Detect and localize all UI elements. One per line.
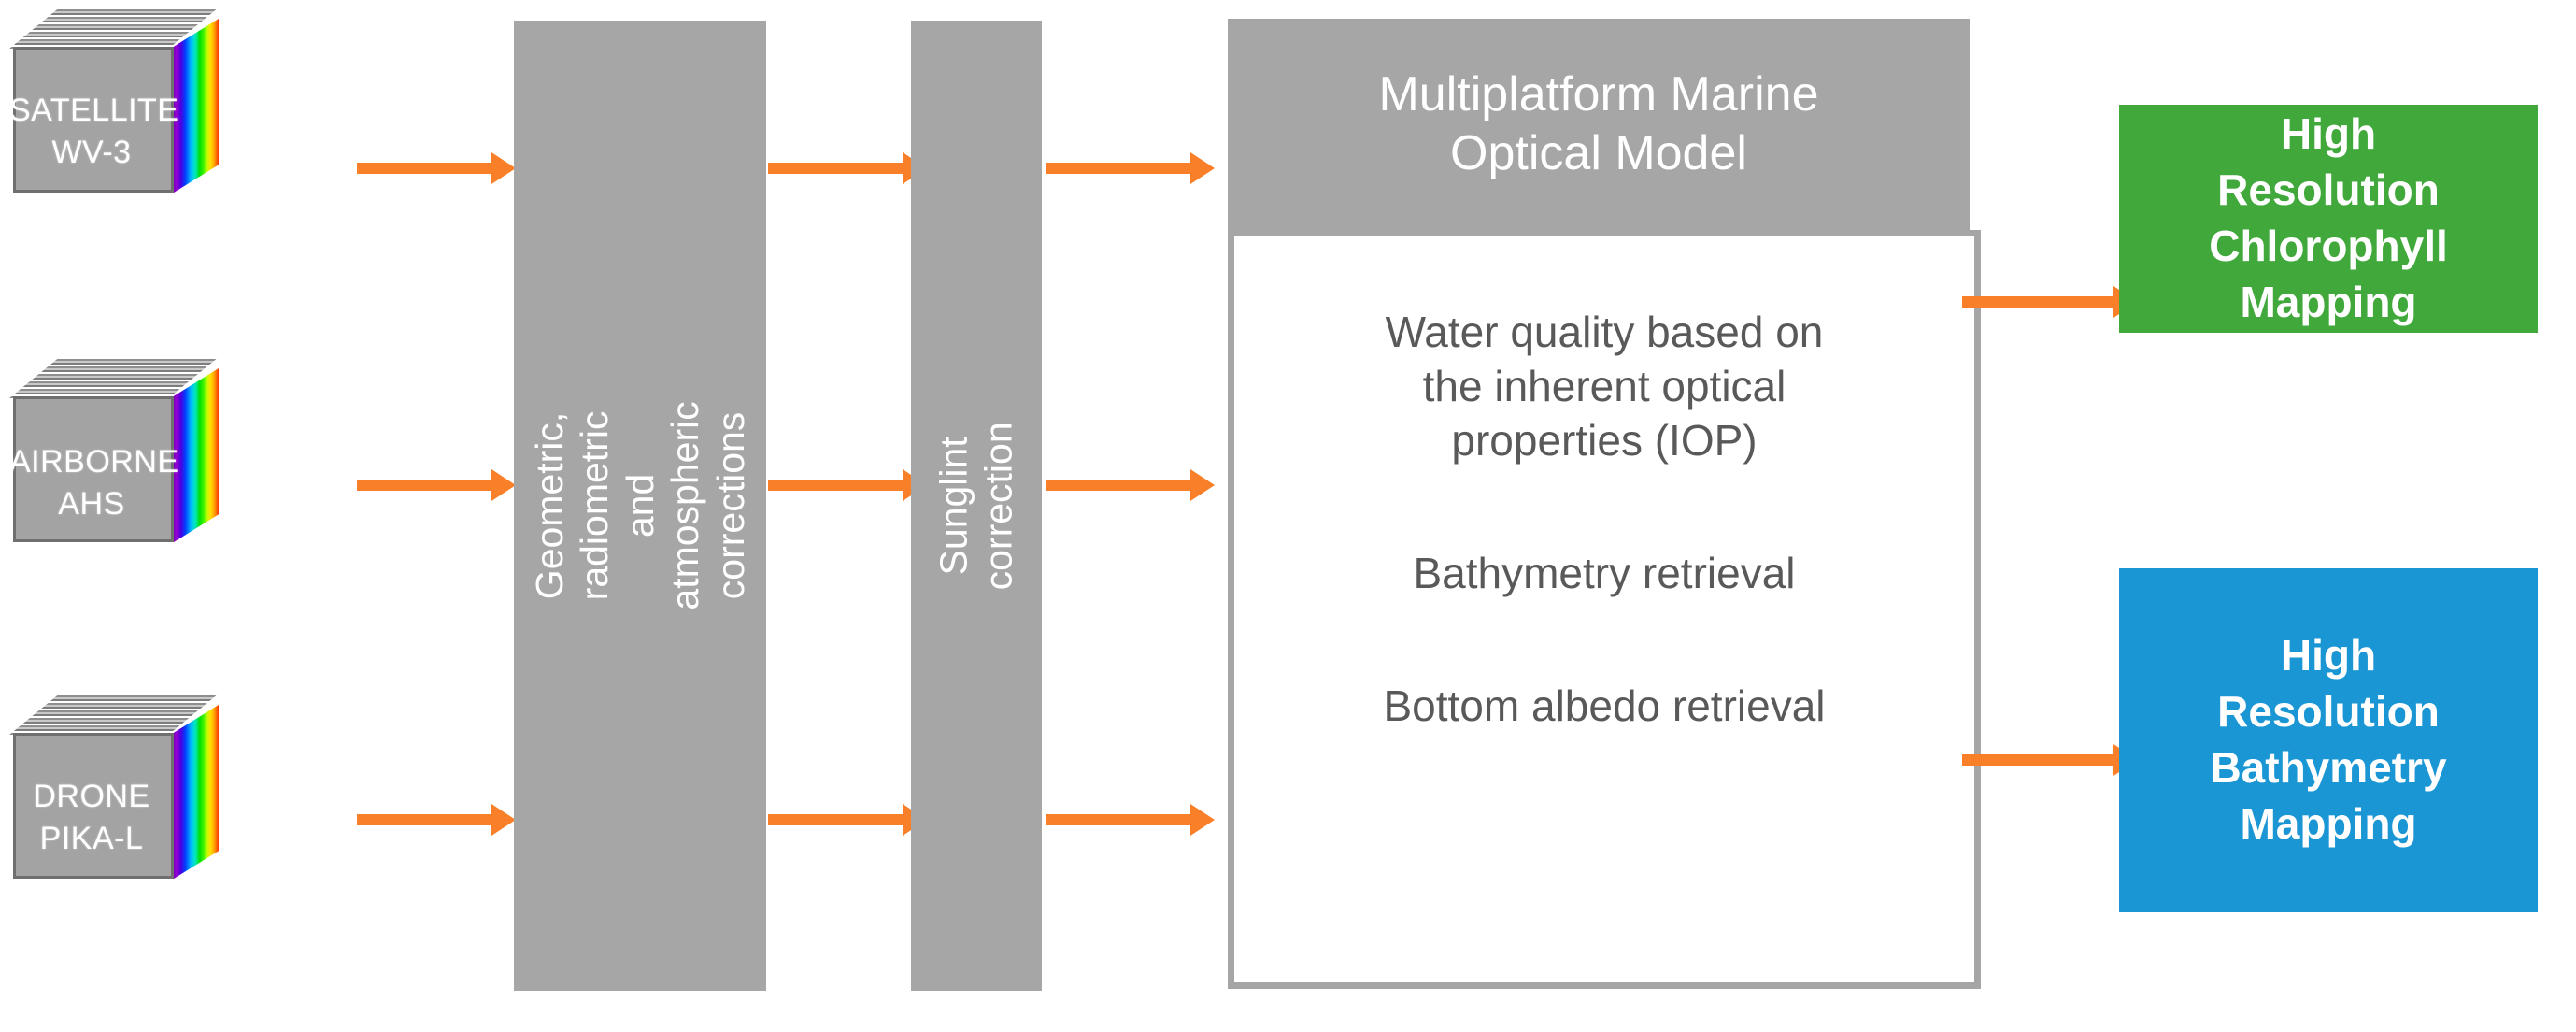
arrow-shaft bbox=[768, 480, 904, 491]
arrow-head-icon bbox=[1190, 469, 1215, 501]
arrow-shaft bbox=[357, 814, 493, 825]
cube-spectral-edge-icon bbox=[174, 368, 219, 542]
model-item-albedo: Bottom albedo retrieval bbox=[1383, 681, 1826, 730]
process-label-corrections: Geometric, radiometric and atmospheric c… bbox=[528, 401, 752, 610]
output-box-bathymetry[interactable]: High Resolution Bathymetry Mapping bbox=[2119, 568, 2538, 912]
process-label-sunglint: Sunglint correction bbox=[932, 421, 1021, 591]
arrow-shaft bbox=[1962, 296, 2115, 308]
model-item-bathymetry: Bathymetry retrieval bbox=[1413, 548, 1796, 597]
source-cube-satellite[interactable]: SATELLITE WV-3 bbox=[9, 7, 219, 193]
arrow-shaft bbox=[357, 480, 493, 491]
arrow-head-icon bbox=[1190, 152, 1215, 184]
process-box-corrections[interactable]: Geometric, radiometric and atmospheric c… bbox=[514, 21, 766, 991]
arrow-shaft bbox=[768, 814, 904, 825]
model-header-title: Multiplatform Marine Optical Model bbox=[1228, 19, 1970, 230]
source-cube-airborne[interactable]: AIRBORNE AHS bbox=[9, 357, 219, 542]
arrow-shaft bbox=[1046, 480, 1192, 491]
cube-spectral-edge-icon bbox=[174, 19, 219, 193]
arrow-shaft bbox=[357, 163, 493, 174]
arrow-shaft bbox=[768, 163, 904, 174]
cube-spectral-edge-icon bbox=[174, 705, 219, 879]
arrow-shaft bbox=[1046, 163, 1192, 174]
cube-front-face bbox=[13, 47, 174, 193]
arrow-shaft bbox=[1962, 754, 2115, 766]
cube-front-face bbox=[13, 733, 174, 879]
source-cube-drone[interactable]: DRONE PIKA-L bbox=[9, 694, 219, 879]
process-box-sunglint[interactable]: Sunglint correction bbox=[911, 21, 1042, 991]
cube-front-face bbox=[13, 396, 174, 542]
arrow-shaft bbox=[1046, 814, 1192, 825]
arrow-head-icon bbox=[491, 469, 516, 501]
output-box-chlorophyll[interactable]: High Resolution Chlorophyll Mapping bbox=[2119, 105, 2538, 333]
model-body-panel[interactable]: Water quality based on the inherent opti… bbox=[1228, 230, 1981, 989]
arrow-head-icon bbox=[491, 152, 516, 184]
arrow-head-icon bbox=[1190, 804, 1215, 836]
model-item-iop: Water quality based on the inherent opti… bbox=[1385, 308, 1824, 465]
arrow-head-icon bbox=[491, 804, 516, 836]
